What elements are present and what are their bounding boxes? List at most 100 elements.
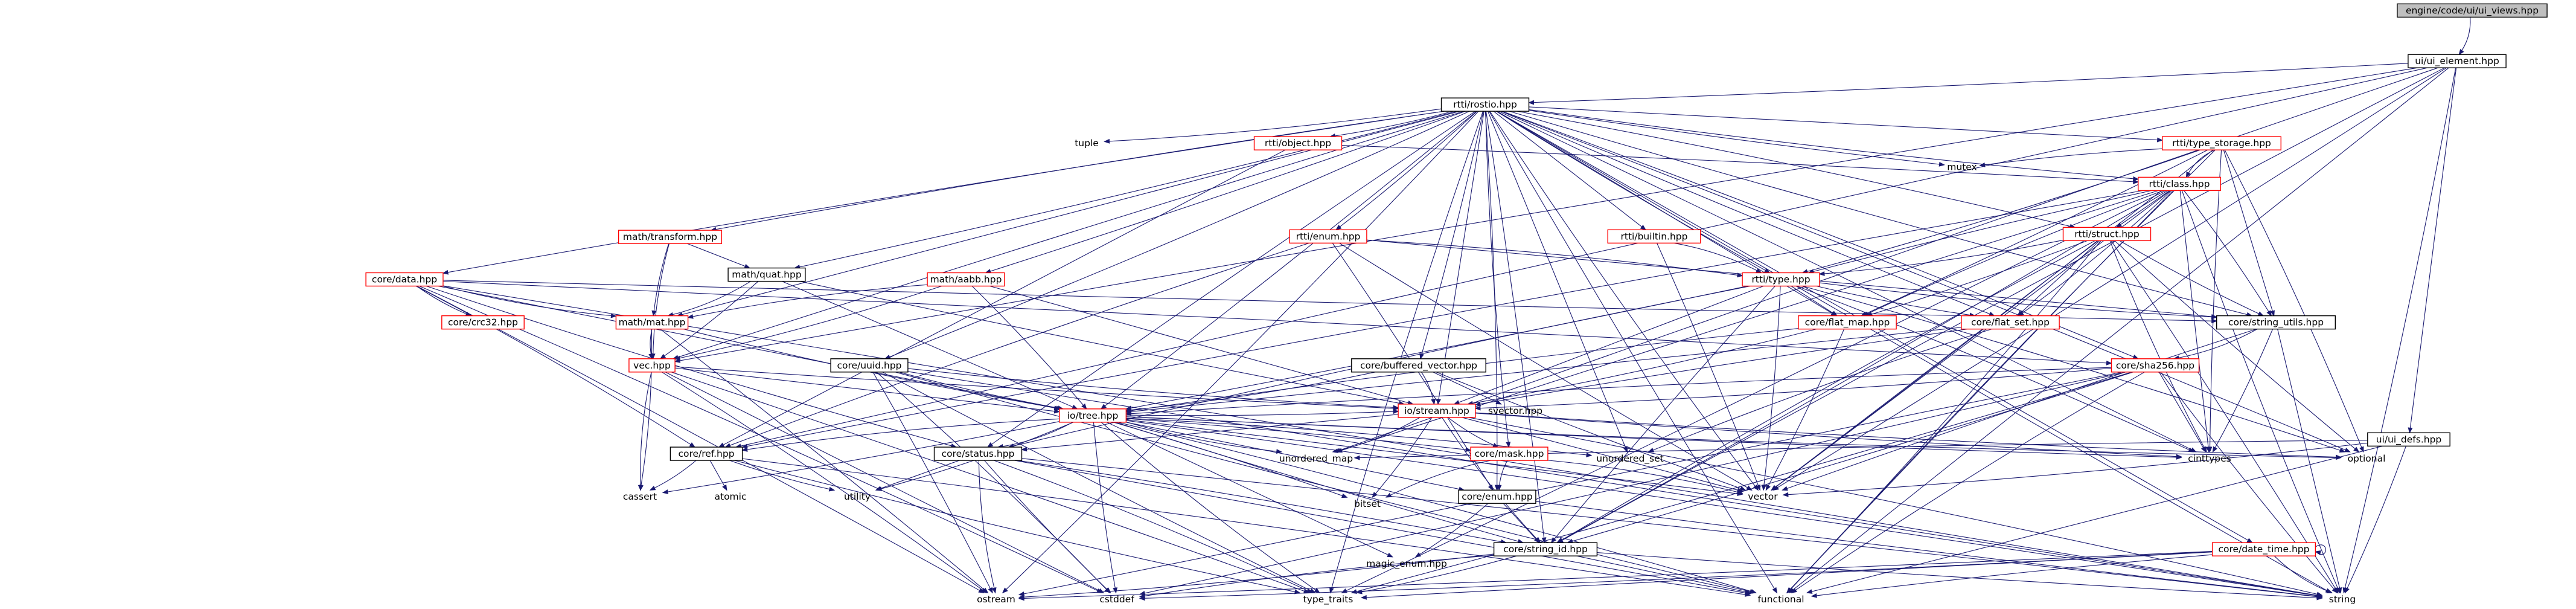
edge-line	[2119, 240, 2264, 317]
node-box	[2408, 54, 2507, 68]
edge-rtti-class-to-rtti-struct	[2115, 190, 2170, 228]
node-rtti-struct[interactable]: rtti/struct.hpp	[2062, 227, 2152, 242]
edge-line	[1501, 111, 2350, 453]
edge-line	[997, 422, 1073, 448]
edge-arrowhead	[1139, 596, 1145, 601]
edge-line	[1576, 555, 1751, 593]
edge-arrowhead	[2344, 448, 2351, 453]
node-flat-set[interactable]: core/flat_set.hpp	[1961, 315, 2060, 330]
edge-rtti-type-to-io-stream	[1453, 285, 1764, 405]
edge-line	[1433, 372, 1501, 405]
edge-ui-element-to-functional	[1788, 67, 2449, 594]
node-io-tree[interactable]: io/tree.hpp	[1058, 408, 1127, 423]
node-rtti-object[interactable]: rtti/object.hpp	[1253, 136, 1343, 150]
node-math-quat[interactable]: math/quat.hpp	[727, 267, 806, 282]
edge-rtti-type-to-string-utils	[1819, 282, 2218, 320]
edge-io-tree-to-io-stream	[1126, 409, 1399, 416]
edge-arrowhead	[2212, 446, 2217, 453]
node-flat-map[interactable]: core/flat_map.hpp	[1798, 315, 1897, 330]
edge-ui-element-to-rtti	[1528, 63, 2408, 105]
node-core-ref[interactable]: core/ref.hpp	[670, 446, 743, 461]
edge-math-mat-to-vec	[648, 329, 653, 360]
edge-arrowhead	[2344, 587, 2350, 594]
edge-rtti-enum-to-core-ref	[724, 242, 1309, 448]
edge-line	[1113, 422, 1347, 498]
edge-core-ref-to-functional	[742, 458, 1751, 597]
edge-line	[665, 372, 1104, 593]
node-core-string-id[interactable]: core/string_id.hpp	[1493, 542, 1598, 556]
edge-rtti-type-to-optional	[1802, 285, 2346, 453]
edge-line	[686, 243, 750, 269]
edge-line	[1339, 242, 1752, 491]
node-box	[1440, 97, 1530, 112]
node-ui-defs[interactable]: ui/ui_defs.hpp	[2367, 432, 2450, 447]
node-math-aabb[interactable]: math/aabb.hpp	[927, 272, 1005, 287]
node-label: rtti/object.hpp	[1265, 138, 1331, 149]
edge-line	[663, 421, 1059, 493]
node-string-utils[interactable]: core/string_utils.hpp	[2216, 315, 2336, 330]
node-core-data[interactable]: core/data.hpp	[365, 272, 444, 287]
edge-line	[675, 367, 1059, 413]
edge-arrowhead	[722, 484, 727, 491]
edge-line	[2158, 372, 2207, 453]
node-label: mutex	[1947, 162, 1977, 173]
edge-line	[2345, 446, 2406, 593]
edge-date-time-to-functional	[1811, 554, 2213, 598]
edge-line	[2458, 17, 2471, 55]
node-rtti-type[interactable]: rtti/type.hpp	[1742, 272, 1820, 287]
node-io-stream[interactable]: io/stream.hpp	[1398, 404, 1476, 418]
edge-buffered-vector-to-vector	[1436, 372, 1747, 491]
node-rtti-class[interactable]: rtti/class.hpp	[2138, 176, 2221, 192]
edge-arrowhead	[1354, 455, 1360, 460]
edge-line	[1475, 367, 2112, 409]
edge-arrowhead	[2315, 550, 2321, 555]
node-core-status[interactable]: core/status.hpp	[933, 446, 1023, 461]
node-core-crc32[interactable]: core/crc32.hpp	[441, 315, 525, 330]
edge-math-aabb-to-math-mat	[687, 284, 928, 319]
edge-line	[1501, 111, 1995, 317]
edge-arrowhead	[689, 442, 696, 448]
node-box	[2211, 542, 2316, 556]
edge-line	[1551, 286, 1775, 543]
node-root[interactable]: engine/code/ui/ui_views.hpp	[2397, 3, 2548, 18]
node-sha256[interactable]: core/sha256.hpp	[2111, 358, 2200, 373]
edge-string-utils-to-string	[2277, 329, 2342, 594]
node-date-time[interactable]: core/date_time.hpp	[2211, 542, 2316, 556]
node-buffered-vector[interactable]: core/buffered_vector.hpp	[1351, 358, 1486, 373]
node-rtti-builtin[interactable]: rtti/builtin.hpp	[1607, 229, 1701, 244]
edge-arrowhead	[1782, 492, 1789, 497]
edge-line	[1485, 111, 1498, 491]
edge-line	[984, 460, 1111, 593]
edge-line	[415, 286, 695, 448]
edge-core-uuid-to-io-tree	[898, 372, 1064, 411]
edge-line	[1783, 442, 2368, 495]
edge-line	[978, 460, 996, 593]
edge-line	[668, 281, 751, 317]
edge-line	[2109, 240, 2207, 453]
node-core-mask[interactable]: core/mask.hpp	[1470, 446, 1548, 461]
node-core-enum[interactable]: core/enum.hpp	[1458, 489, 1536, 504]
node-mutex: mutex	[1947, 162, 1977, 173]
edge-math-mat-to-ostream	[660, 329, 989, 594]
edge-line	[1673, 242, 1762, 273]
node-core-uuid[interactable]: core/uuid.hpp	[830, 358, 909, 373]
edge-arrowhead	[1806, 589, 1813, 594]
edge-arrowhead	[1341, 588, 1347, 593]
node-label: rtti/type_storage.hpp	[2172, 138, 2271, 149]
node-ui-element[interactable]: ui/ui_element.hpp	[2408, 54, 2507, 68]
node-math-transform[interactable]: math/transform.hpp	[618, 230, 723, 244]
node-vec[interactable]: vec.hpp	[628, 358, 676, 373]
node-rtti[interactable]: rtti/rostio.hpp	[1440, 97, 1530, 112]
edge-arrowhead	[1744, 589, 1751, 594]
edge-io-tree-to-core-ref	[741, 418, 1059, 452]
node-type-storage[interactable]: rtti/type_storage.hpp	[2161, 136, 2281, 150]
edge-line	[882, 372, 1315, 593]
edge-rtti-to-string-utils	[1509, 111, 2253, 317]
node-math-mat[interactable]: math/mat.hpp	[615, 315, 689, 330]
node-rtti-enum[interactable]: rtti/enum.hpp	[1289, 229, 1367, 244]
edge-sha256-to-string	[2160, 372, 2338, 594]
node-label: type_traits	[1303, 594, 1354, 605]
node-box	[1470, 446, 1548, 461]
edge-arrowhead	[1465, 447, 1472, 453]
edge-line	[2212, 329, 2274, 453]
